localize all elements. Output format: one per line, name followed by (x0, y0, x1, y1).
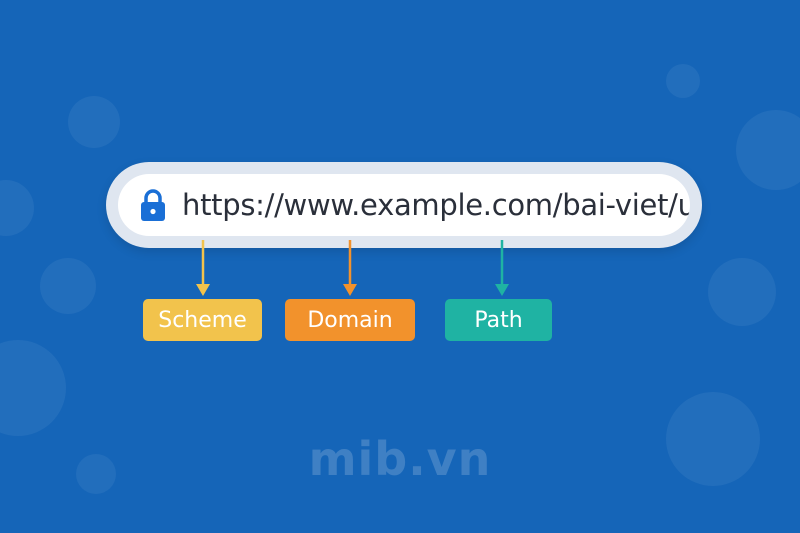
watermark: mib.vn (308, 432, 492, 486)
scheme-arrow (196, 240, 210, 296)
background-bubble (40, 258, 96, 314)
path-arrow (495, 240, 509, 296)
background-bubble (708, 258, 776, 326)
background-bubble (0, 180, 34, 236)
background-bubble (0, 340, 66, 436)
url-text: https://www.example.com/bai-viet/url-la (182, 188, 690, 222)
address-bar[interactable]: https://www.example.com/bai-viet/url-la (106, 162, 702, 248)
domain-label: Domain (285, 299, 415, 341)
background-bubble (666, 64, 700, 98)
address-field[interactable]: https://www.example.com/bai-viet/url-la (118, 174, 690, 236)
lock-icon (141, 189, 165, 221)
background-bubble (76, 454, 116, 494)
path-label: Path (445, 299, 552, 341)
scheme-label: Scheme (143, 299, 262, 341)
background-bubble (736, 110, 800, 190)
domain-arrow (343, 240, 357, 296)
background-bubble (68, 96, 120, 148)
background-bubble (666, 392, 760, 486)
